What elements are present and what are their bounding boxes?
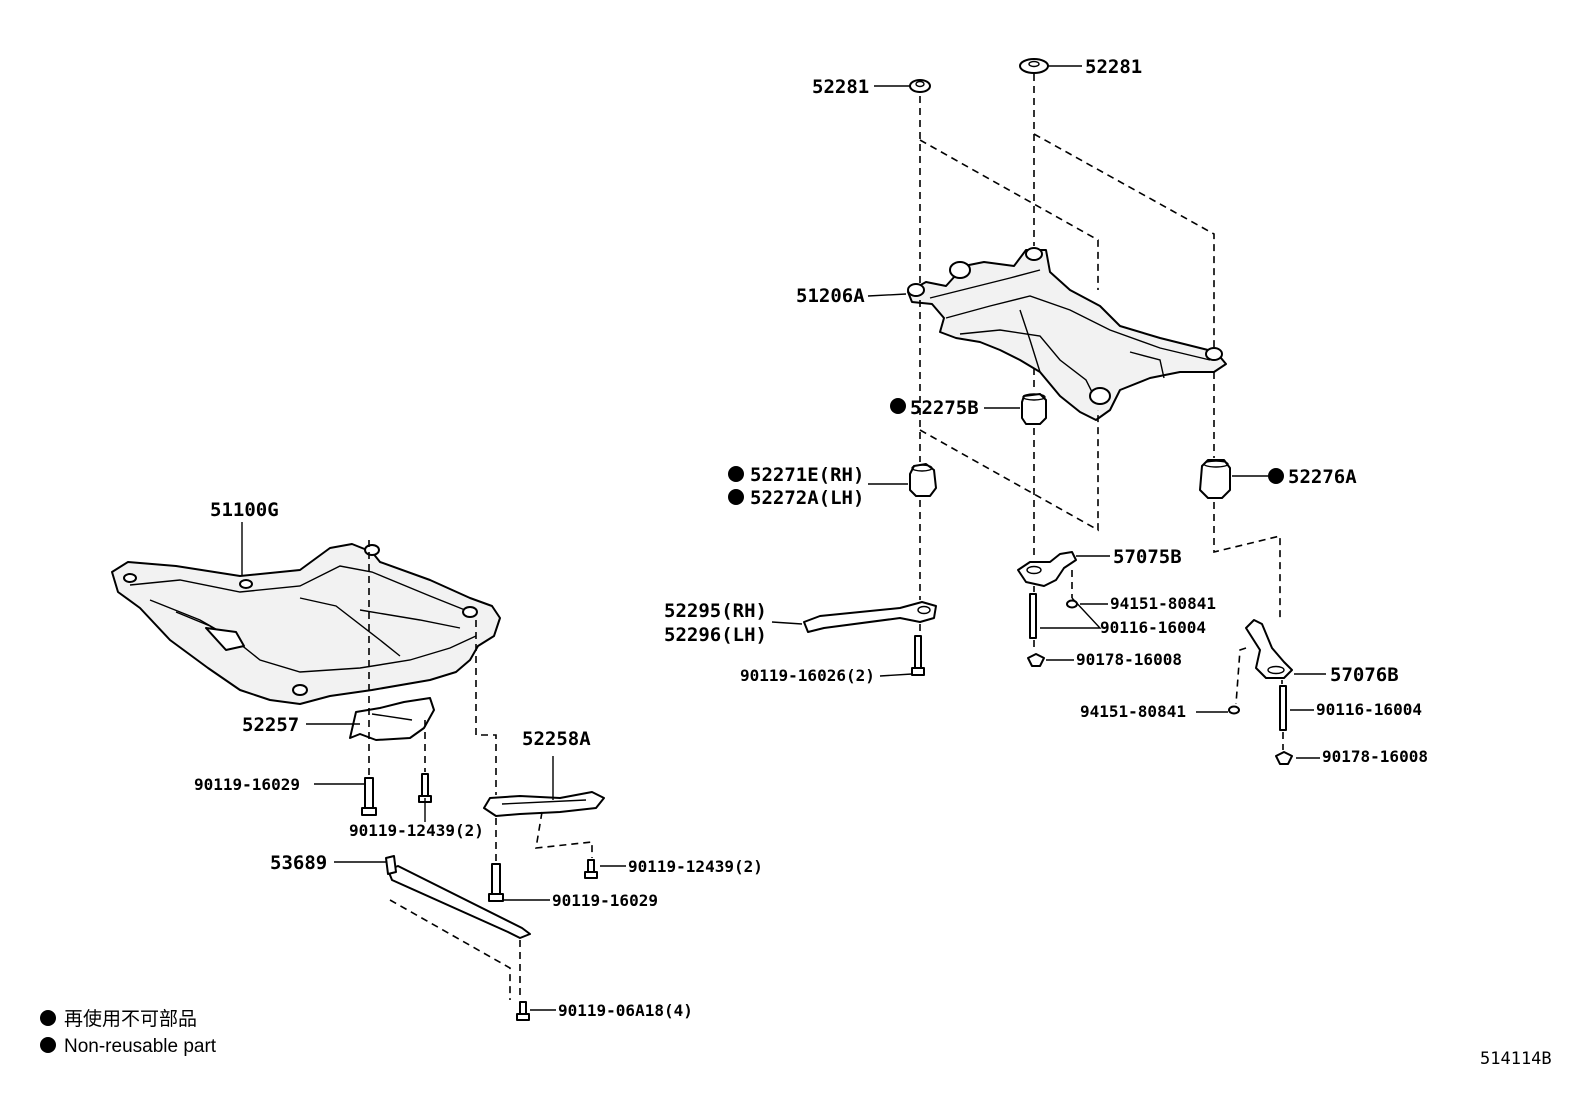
label-90119-12439-b: 90119-12439(2) [628,857,763,876]
label-90116-16004-a: 90116-16004 [1100,618,1206,637]
label-52296: 52296(LH) [664,624,767,646]
part-labels: 51100G 52257 90119-16029 90119-12439(2) … [194,56,1428,1020]
bracket-52258A [483,791,605,817]
label-90119-06A18: 90119-06A18(4) [558,1001,693,1020]
label-90178-16008-b: 90178-16008 [1322,747,1428,766]
rear-guide-lines [919,74,1284,750]
non-reusable-marker-52276A [1268,468,1284,484]
label-51206A: 51206A [796,285,865,307]
front-suspension-crossmember [111,543,501,705]
cushion-52271E-52272A [909,463,937,497]
legend-text-jp: 再使用不可部品 [64,1008,197,1030]
bolt-90116-16004-a [1029,593,1037,639]
label-52281-a: 52281 [812,76,869,98]
legend-text-en: Non-reusable part [64,1036,217,1057]
stopper-52281-a [909,79,931,93]
bracket-57076B [1245,619,1293,679]
label-57076B: 57076B [1330,664,1399,686]
bracket-52257 [349,697,435,741]
bolt-90119-12439-a [418,773,432,803]
nut-94151-80841-b [1228,705,1240,715]
bolt-90119-16029-b [488,863,504,902]
label-53689: 53689 [270,852,327,874]
label-52281-b: 52281 [1085,56,1142,78]
label-52275B: 52275B [910,397,979,419]
rear-suspension-crossmember [907,247,1227,421]
label-94151-80841-b: 94151-80841 [1080,702,1186,721]
label-94151-80841-a: 94151-80841 [1110,594,1216,613]
bolt-90119-06A18 [516,1001,530,1021]
label-52295: 52295(RH) [664,600,767,622]
front-guide-lines [368,540,593,1000]
bolt-90119-16026 [911,635,925,676]
label-90119-16029-b: 90119-16029 [552,891,658,910]
label-51100G: 51100G [210,499,279,521]
diagram-reference-number: 514114B [1480,1049,1552,1069]
label-90119-16029-a: 90119-16029 [194,775,300,794]
leader-lines [241,65,1326,1011]
label-90178-16008-a: 90178-16008 [1076,650,1182,669]
bolt-90119-12439-b [584,859,598,879]
legend-marker-jp [40,1010,56,1026]
bolt-90119-16029-a [361,777,377,816]
cushion-52275B [1021,393,1047,425]
label-52271E: 52271E(RH) [750,464,864,486]
legend-marker-en [40,1037,56,1053]
label-52276A: 52276A [1288,466,1357,488]
stopper-52281-b [1019,58,1049,74]
arm-52295-52296 [803,601,937,633]
non-reusable-marker-52271E [728,466,744,482]
label-90119-16026: 90119-16026(2) [740,666,875,685]
cushion-52276A [1199,459,1231,499]
label-52257: 52257 [242,714,299,736]
legend: 再使用不可部品 Non-reusable part [40,1008,217,1057]
non-reusable-marker-52275B [890,398,906,414]
nut-90178-16008-b [1275,751,1293,765]
label-90116-16004-b: 90116-16004 [1316,700,1422,719]
nut-90178-16008-a [1027,653,1045,667]
bracket-57075B [1017,551,1077,587]
brace-53689 [385,855,531,939]
label-90119-12439-a: 90119-12439(2) [349,821,484,840]
bolt-90116-16004-b [1279,685,1287,731]
label-52258A: 52258A [522,728,591,750]
non-reusable-marker-52272A [728,489,744,505]
label-52272A: 52272A(LH) [750,487,864,509]
label-57075B: 57075B [1113,546,1182,568]
